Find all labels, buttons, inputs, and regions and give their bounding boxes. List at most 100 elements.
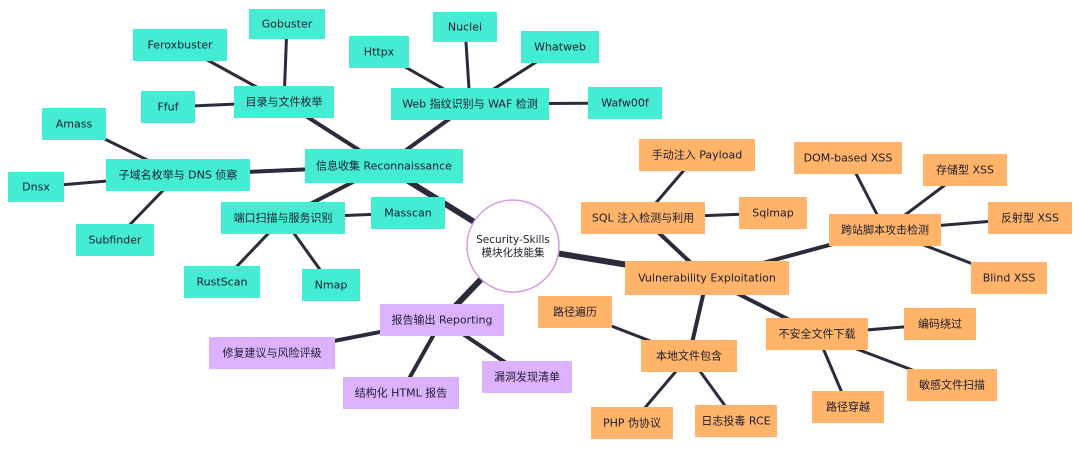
- node-web-fp: Web 指纹识别与 WAF 检测: [391, 88, 549, 120]
- node-box: [221, 202, 345, 234]
- node-label: 存储型 XSS: [936, 163, 994, 177]
- node-label: RustScan: [197, 276, 248, 289]
- node-label: PHP 伪协议: [603, 416, 661, 430]
- node-box: [234, 86, 334, 118]
- node-box: [641, 340, 737, 372]
- root-label-line: 模块化技能集: [482, 246, 545, 259]
- node-xss: 跨站脚本攻击检测: [829, 214, 941, 246]
- node-sqlmap: Sqlmap: [739, 197, 807, 229]
- node-nmap: Nmap: [302, 269, 360, 301]
- node-amass: Amass: [42, 108, 106, 140]
- node-recon: 信息收集 Reconnaissance: [305, 149, 463, 183]
- node-label: Nmap: [315, 279, 348, 292]
- node-subfinder: Subfinder: [76, 224, 154, 256]
- node-label: 路径穿越: [826, 400, 870, 414]
- node-php-wrapper: PHP 伪协议: [591, 407, 673, 439]
- node-whatweb: Whatweb: [521, 31, 599, 63]
- node-box: [305, 149, 463, 183]
- node-box: [812, 391, 884, 423]
- node-box: [380, 304, 504, 336]
- node-label: 端口扫描与服务识别: [234, 211, 333, 225]
- node-box: [695, 405, 777, 437]
- node-rustscan: RustScan: [184, 266, 260, 298]
- node-label: Wafw00f: [601, 97, 650, 110]
- node-label: 跨站脚本攻击检测: [841, 223, 929, 237]
- node-label: Masscan: [384, 207, 431, 220]
- node-label: 漏洞发现清单: [494, 370, 560, 384]
- node-label: Subfinder: [88, 234, 142, 247]
- node-box: [538, 296, 612, 328]
- node-label: Gobuster: [262, 18, 313, 31]
- node-box: [988, 202, 1072, 234]
- node-label: 子域名枚举与 DNS 侦察: [119, 168, 238, 182]
- node-box: [349, 36, 409, 68]
- node-vuln: Vulnerability Exploitation: [625, 261, 789, 295]
- node-box: [591, 407, 673, 439]
- node-label: 目录与文件枚举: [246, 95, 323, 109]
- node-label: 敏感文件扫描: [919, 378, 985, 392]
- node-blind-xss: Blind XSS: [971, 262, 1047, 294]
- node-label: 报告输出 Reporting: [392, 313, 493, 327]
- node-label: Vulnerability Exploitation: [638, 272, 776, 285]
- node-box: [829, 214, 941, 246]
- node-log-poison: 日志投毒 RCE: [695, 405, 777, 437]
- node-dir-traversal: 路径穿越: [812, 391, 884, 423]
- node-box: [184, 266, 260, 298]
- node-label: 手动注入 Payload: [652, 148, 742, 162]
- node-layer: 信息收集 Reconnaissance 目录与文件枚举 GobusterFeroxb…: [8, 9, 1072, 439]
- node-box: [482, 361, 572, 393]
- node-label: 编码绕过: [918, 317, 962, 331]
- node-label: Dnsx: [22, 181, 50, 194]
- node-sensitive-scan: 敏感文件扫描: [907, 369, 997, 401]
- node-manual-sqli: 手动注入 Payload: [639, 139, 755, 171]
- node-label: Sqlmap: [752, 207, 793, 220]
- node-dir-enum: 目录与文件枚举: [234, 86, 334, 118]
- node-label: Whatweb: [534, 41, 586, 54]
- node-label: 日志投毒 RCE: [701, 414, 770, 428]
- node-label: 修复建议与风险评级: [223, 346, 322, 360]
- node-lfi: 本地文件包含: [641, 340, 737, 372]
- node-box: [209, 337, 335, 369]
- node-box: [739, 197, 807, 229]
- node-box: [42, 108, 106, 140]
- node-html-report: 结构化 HTML 报告: [343, 377, 459, 409]
- node-box: [794, 142, 902, 174]
- node-port-scan: 端口扫描与服务识别: [221, 202, 345, 234]
- node-subdomain: 子域名枚举与 DNS 侦察: [106, 159, 250, 191]
- node-report: 报告输出 Reporting: [380, 304, 504, 336]
- node-unsafe-download: 不安全文件下载: [766, 318, 868, 350]
- node-box: [588, 87, 662, 119]
- node-label: Blind XSS: [983, 272, 1036, 285]
- node-nuclei: Nuclei: [433, 12, 497, 42]
- node-label: Web 指纹识别与 WAF 检测: [402, 97, 538, 111]
- node-label: Amass: [56, 118, 93, 131]
- node-box: [302, 269, 360, 301]
- node-box: [581, 202, 705, 234]
- node-box: [521, 31, 599, 63]
- node-ffuf: Ffuf: [141, 91, 195, 123]
- node-box: [971, 262, 1047, 294]
- node-feroxbuster: Feroxbuster: [133, 29, 227, 61]
- node-masscan: Masscan: [371, 197, 445, 229]
- node-box: [141, 91, 195, 123]
- node-wafw00f: Wafw00f: [588, 87, 662, 119]
- node-box: [639, 139, 755, 171]
- node-box: [133, 29, 227, 61]
- node-box: [76, 224, 154, 256]
- node-reflected-xss: 反射型 XSS: [988, 202, 1072, 234]
- node-label: Feroxbuster: [148, 39, 213, 52]
- node-box: [343, 377, 459, 409]
- node-label: 不安全文件下载: [779, 327, 856, 341]
- root-label-line: Security-Skills: [476, 234, 550, 246]
- node-vuln-list: 漏洞发现清单: [482, 361, 572, 393]
- node-label: DOM-based XSS: [804, 152, 893, 165]
- node-dom-xss: DOM-based XSS: [794, 142, 902, 174]
- node-dnsx: Dnsx: [8, 172, 64, 202]
- node-gobuster: Gobuster: [249, 9, 325, 39]
- node-box: [391, 88, 549, 120]
- node-box: [371, 197, 445, 229]
- node-label: Httpx: [364, 46, 395, 59]
- node-path-traversal: 路径遍历: [538, 296, 612, 328]
- node-httpx: Httpx: [349, 36, 409, 68]
